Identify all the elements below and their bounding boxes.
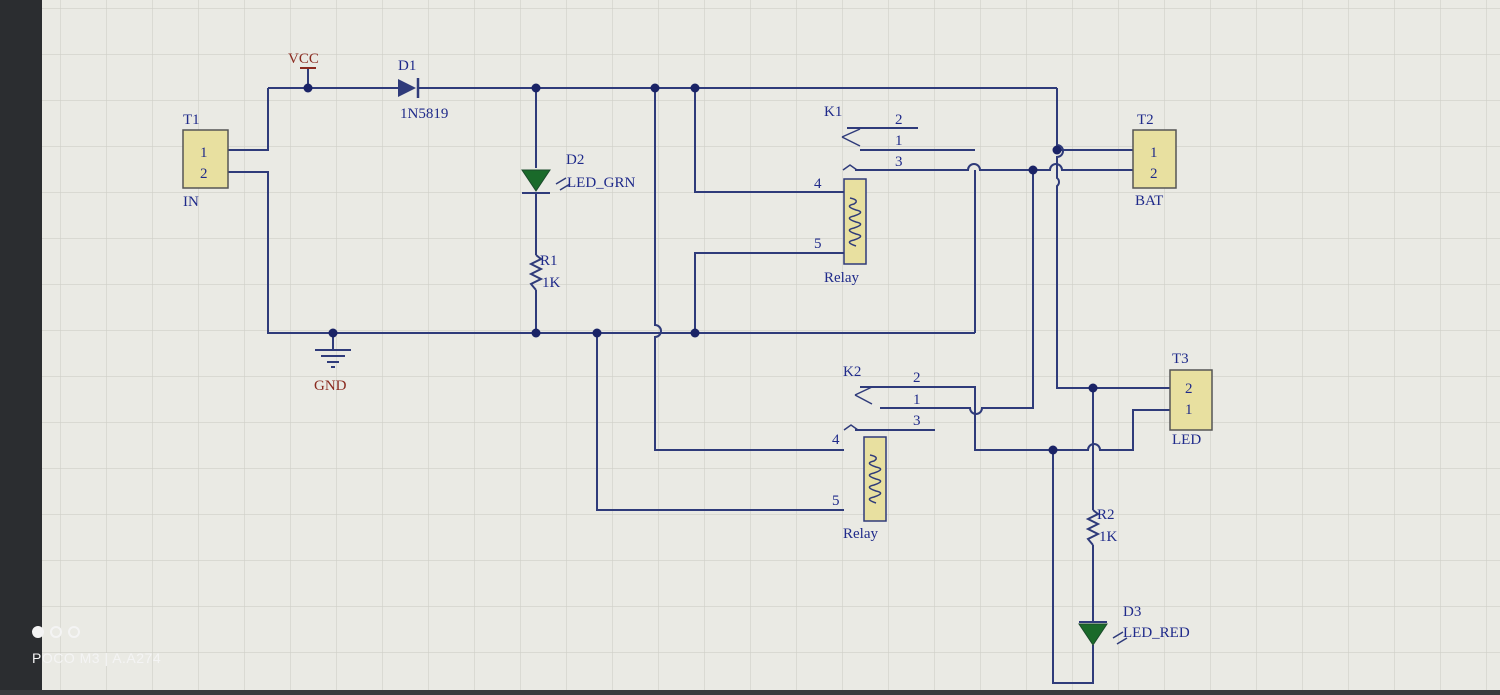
relay-k2-switch	[854, 386, 873, 405]
t2-name: BAT	[1135, 193, 1163, 209]
relay-k1-coil	[843, 178, 867, 265]
k1-pin1: 1	[895, 133, 903, 149]
camera-dot-icon	[32, 626, 44, 638]
k2-pin2: 2	[913, 370, 921, 386]
led-d3	[1078, 621, 1128, 646]
r1-ref: R1	[540, 253, 558, 269]
gnd-label: GND	[314, 378, 347, 394]
k1-ref: K1	[824, 104, 842, 120]
k2-pin3: 3	[913, 413, 921, 429]
r2-ref: R2	[1097, 507, 1115, 523]
t3-name: LED	[1172, 432, 1201, 448]
t1-ref: T1	[183, 112, 200, 128]
camera-dot-icon	[50, 626, 62, 638]
device-watermark: POCO M3 | A.A274	[32, 650, 162, 666]
d1-value: 1N5819	[400, 106, 448, 122]
t1-pin1: 1	[200, 145, 208, 161]
resistor-r1	[528, 254, 544, 291]
t2-ref: T2	[1137, 112, 1154, 128]
connector-t2	[1132, 129, 1177, 189]
connector-t3	[1169, 369, 1213, 431]
diode-d1	[398, 78, 420, 98]
d2-ref: D2	[566, 152, 584, 168]
k2-label: Relay	[843, 526, 878, 542]
wires	[228, 68, 1175, 684]
vcc-label: VCC	[288, 51, 319, 67]
t1-pin2: 2	[200, 166, 208, 182]
r1-value: 1K	[542, 275, 561, 291]
t2-pin1: 1	[1150, 145, 1158, 161]
k1-pin4: 4	[814, 176, 822, 192]
d3-ref: D3	[1123, 604, 1141, 620]
t3-pin2: 2	[1185, 381, 1193, 397]
d2-value: LED_GRN	[567, 175, 635, 191]
connector-t1	[182, 129, 229, 189]
resistor-r2	[1085, 509, 1101, 546]
k1-pin2: 2	[895, 112, 903, 128]
d3-value: LED_RED	[1123, 625, 1190, 641]
k2-pin4: 4	[832, 432, 840, 448]
t3-pin1: 1	[1185, 402, 1193, 418]
k2-pin1: 1	[913, 392, 921, 408]
relay-k2-coil	[863, 436, 887, 522]
t1-name: IN	[183, 194, 199, 210]
t2-pin2: 2	[1150, 166, 1158, 182]
k1-pin3: 3	[895, 154, 903, 170]
r2-value: 1K	[1099, 529, 1118, 545]
junctions	[303, 83, 1098, 455]
gnd-symbol	[315, 349, 351, 368]
d1-ref: D1	[398, 58, 416, 74]
k1-pin5: 5	[814, 236, 822, 252]
t3-ref: T3	[1172, 351, 1189, 367]
k2-pin5: 5	[832, 493, 840, 509]
relay-k1-switch	[841, 128, 861, 147]
camera-dot-icon	[68, 626, 80, 638]
k1-label: Relay	[824, 270, 859, 286]
camera-dots	[32, 626, 80, 638]
k2-ref: K2	[843, 364, 861, 380]
led-d2	[521, 169, 571, 194]
